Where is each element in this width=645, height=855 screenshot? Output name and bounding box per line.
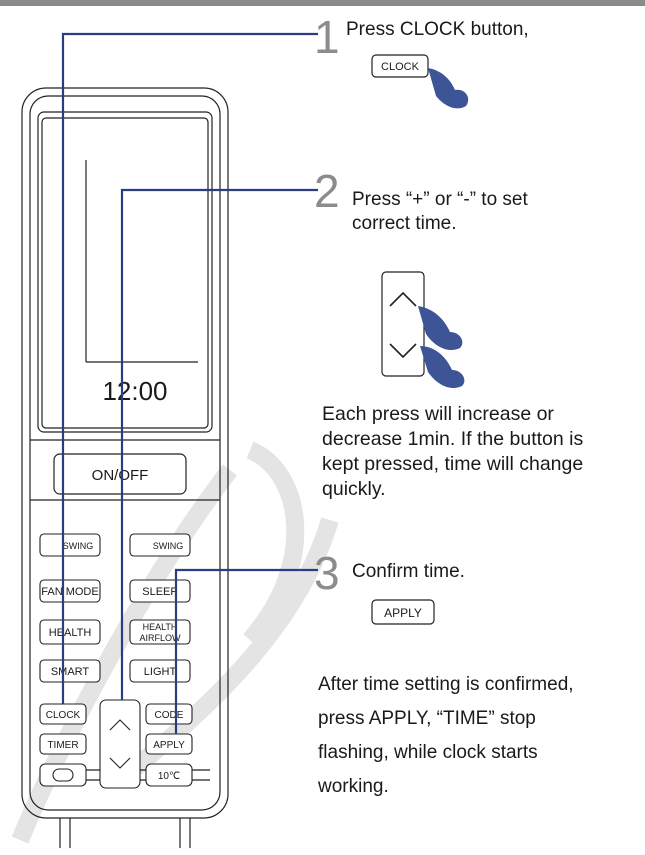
pointing-hand-icon — [428, 68, 469, 109]
note-line: press APPLY, “TIME” stop — [318, 708, 536, 729]
power-oval-button[interactable] — [39, 763, 87, 787]
svg-text:ON/OFF: ON/OFF — [92, 467, 149, 484]
svg-text:APPLY: APPLY — [153, 740, 185, 751]
remote-inner-shell — [29, 95, 221, 811]
swing-horizontal-button[interactable]: SWING — [129, 533, 191, 557]
callout-up-down-rocker — [381, 271, 425, 377]
callout-apply-button: APPLY — [371, 599, 435, 625]
svg-text:CODE: CODE — [155, 710, 184, 721]
svg-text:SLEEP: SLEEP — [142, 586, 177, 598]
svg-text:SWING: SWING — [153, 541, 184, 551]
step-2-note: Each press will increase or decrease 1mi… — [322, 402, 642, 502]
health-airflow-button[interactable]: HEALTH AIRFLOW — [129, 619, 191, 645]
step-number-2: 2 — [314, 165, 340, 217]
leader-line-1 — [61, 32, 318, 704]
svg-text:SWING: SWING — [63, 541, 94, 551]
lcd-display — [41, 117, 209, 429]
top-bar — [0, 0, 645, 6]
note-line: decrease 1min. If the button is — [322, 428, 584, 450]
clock-button[interactable]: CLOCK — [39, 703, 87, 725]
code-button[interactable]: CODE — [145, 703, 193, 725]
svg-text:TIMER: TIMER — [47, 740, 78, 751]
svg-text:APPLY: APPLY — [384, 606, 422, 620]
step-3-note: After time setting is confirmed, press A… — [318, 668, 643, 804]
svg-text:10℃: 10℃ — [158, 771, 180, 782]
leader-lines — [61, 32, 318, 734]
note-line: working. — [318, 776, 389, 797]
pointing-hand-up-icon — [418, 306, 463, 351]
light-button[interactable]: LIGHT — [129, 659, 191, 683]
ten-c-button[interactable]: 10℃ — [145, 763, 193, 787]
note-line: kept pressed, time will change — [322, 453, 584, 475]
callout-clock-button: CLOCK — [371, 54, 429, 78]
note-line: After time setting is confirmed, — [318, 674, 574, 695]
note-line: Each press will increase or — [322, 403, 554, 425]
leader-line-2 — [120, 188, 318, 700]
svg-text:FAN MODE: FAN MODE — [41, 586, 98, 598]
swing-vertical-button[interactable]: SWING — [39, 533, 101, 557]
svg-text:AIRFLOW: AIRFLOW — [139, 633, 181, 643]
smart-button[interactable]: SMART — [39, 659, 101, 683]
note-line: quickly. — [322, 478, 386, 500]
step-3-text: Confirm time. — [352, 561, 465, 582]
sleep-button[interactable]: SLEEP — [129, 579, 191, 603]
on-off-button[interactable]: ON/OFF — [53, 453, 187, 495]
svg-text:LIGHT: LIGHT — [144, 666, 177, 678]
remote-outer-shell — [21, 87, 229, 819]
step-2-line1: Press “+” or “-” to set — [352, 189, 528, 210]
lcd-time: 12:00 — [102, 376, 167, 406]
svg-text:CLOCK: CLOCK — [46, 710, 81, 721]
step-1-text: Press CLOCK button, — [346, 19, 529, 40]
health-button[interactable]: HEALTH — [39, 619, 101, 645]
note-line: flashing, while clock starts — [318, 742, 538, 763]
step-number-1: 1 — [314, 11, 340, 63]
up-down-rocker[interactable] — [99, 699, 141, 789]
leader-line-3 — [174, 568, 318, 734]
apply-button[interactable]: APPLY — [145, 733, 193, 755]
timer-button[interactable]: TIMER — [39, 733, 87, 755]
svg-text:SMART: SMART — [51, 666, 90, 678]
svg-text:HEALTH: HEALTH — [143, 622, 178, 632]
svg-text:CLOCK: CLOCK — [381, 61, 420, 73]
step-number-3: 3 — [314, 547, 340, 599]
pointing-hand-down-icon — [420, 346, 465, 389]
fan-mode-button[interactable]: FAN MODE — [39, 579, 101, 603]
step-2-line2: correct time. — [352, 213, 457, 234]
svg-text:HEALTH: HEALTH — [49, 627, 92, 639]
